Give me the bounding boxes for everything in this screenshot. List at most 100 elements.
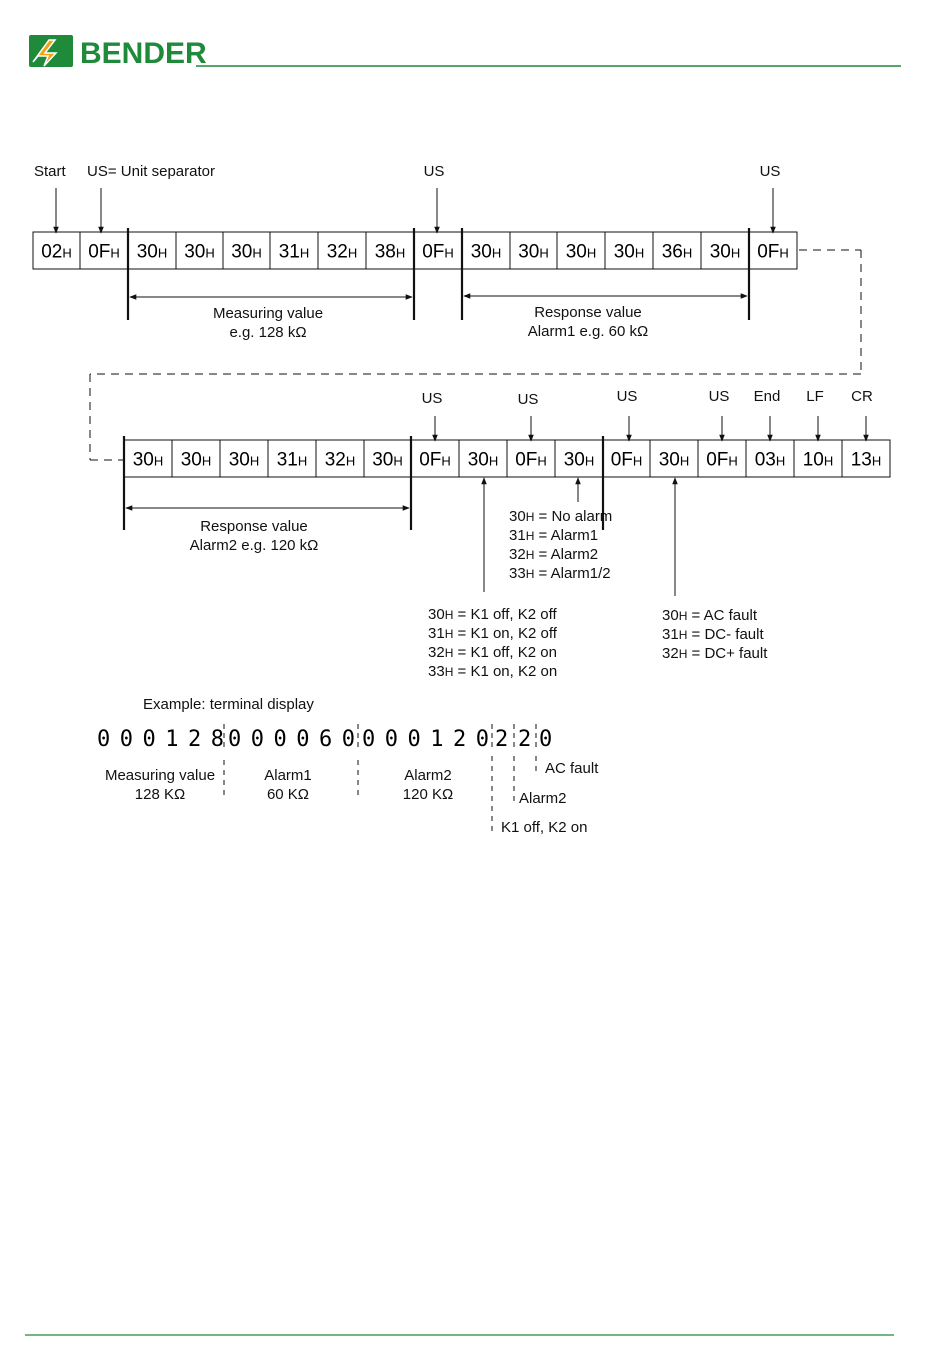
byte-value: 32H (327, 242, 358, 263)
byte-cell (793, 439, 843, 478)
example-tail-label: Alarm2 (519, 790, 567, 807)
display-digits: 0 (539, 727, 552, 752)
relay-legend-line: 32H = K1 off, K2 on (428, 644, 557, 661)
relay-legend-line: 30H = K1 off, K2 off (428, 606, 557, 623)
byte-value: 30H (564, 450, 595, 471)
byte-cell (171, 439, 221, 478)
display-digits: 000128 (97, 727, 224, 752)
byte-value: 30H (229, 450, 260, 471)
brand-name: BENDER (80, 37, 207, 70)
pointer-label: Start (34, 163, 67, 180)
byte-value: 13H (851, 450, 882, 471)
group-label: Response value (200, 518, 308, 535)
example-label: 128 KΩ (135, 786, 185, 803)
byte-cell (649, 439, 699, 478)
byte-value: 36H (662, 242, 693, 263)
bender-logo: BENDER (29, 35, 207, 70)
example-label: Measuring value (105, 767, 215, 784)
byte-value: 02H (41, 242, 72, 263)
byte-value: 30H (659, 450, 690, 471)
fault-legend-line: 30H = AC fault (662, 607, 758, 624)
byte-value: 32H (325, 450, 356, 471)
display-digits: 2 (495, 727, 508, 752)
byte-cell (748, 231, 798, 270)
byte-cell (175, 231, 224, 270)
byte-value: 31H (277, 450, 308, 471)
byte-value: 38H (375, 242, 406, 263)
pointer-label: US (518, 391, 539, 408)
alarm-legend-line: 32H = Alarm2 (509, 546, 598, 563)
byte-value: 0FH (419, 450, 451, 471)
example-tail-label: AC fault (545, 760, 599, 777)
fault-legend-line: 32H = DC+ fault (662, 645, 768, 662)
pointer-label: US (760, 163, 781, 180)
group-label: e.g. 128 kΩ (229, 324, 306, 341)
byte-cell (222, 231, 271, 270)
byte-cell (123, 439, 173, 478)
byte-value: 30H (133, 450, 164, 471)
group-label: Alarm1 e.g. 60 kΩ (528, 323, 648, 340)
byte-value: 0FH (88, 242, 120, 263)
byte-value: 0FH (422, 242, 454, 263)
display-digits: 000060 (228, 727, 355, 752)
relay-legend-line: 31H = K1 on, K2 off (428, 625, 558, 642)
byte-value: 10H (803, 450, 834, 471)
legends: 30H = No alarm 31H = Alarm1 32H = Alarm2 33… (428, 508, 768, 680)
pointer-label: US (709, 388, 730, 405)
example-label: 120 KΩ (403, 786, 453, 803)
example-tail-label: K1 off, K2 on (501, 819, 587, 836)
byte-value: 30H (137, 242, 168, 263)
byte-value: 0FH (757, 242, 789, 263)
byte-value: 30H (372, 450, 403, 471)
byte-value: 0FH (611, 450, 643, 471)
pointer-label: US (424, 163, 445, 180)
group-label: Measuring value (213, 305, 323, 322)
byte-value: 30H (181, 450, 212, 471)
byte-value: 31H (279, 242, 310, 263)
pointer-label: US= Unit separator (87, 163, 215, 180)
byte-value: 30H (184, 242, 215, 263)
byte-value: 30H (566, 242, 597, 263)
pointer-label: End (754, 388, 781, 405)
pointer-label: US (422, 390, 443, 407)
example-label: 60 KΩ (267, 786, 309, 803)
byte-value: 30H (471, 242, 502, 263)
byte-cell (315, 439, 365, 478)
alarm-legend-line: 33H = Alarm1/2 (509, 565, 611, 582)
display-digits: 000120 (362, 727, 489, 752)
pointer-label: US (617, 388, 638, 405)
byte-cell (652, 231, 702, 270)
example-label: Alarm1 (264, 767, 312, 784)
relay-legend-line: 33H = K1 on, K2 on (428, 663, 557, 680)
alarm-legend-line: 31H = Alarm1 (509, 527, 598, 544)
example-label: Alarm2 (404, 767, 452, 784)
telegram-row-1: 02H 0FH 30H 30H 30H 31H 32H 38H 0FH 30H 30H 30H 30H 3… (32, 163, 862, 461)
byte-value: 30H (614, 242, 645, 263)
fault-legend-line: 31H = DC- fault (662, 626, 764, 643)
byte-cell (79, 231, 129, 270)
group-label: Alarm2 e.g. 120 kΩ (190, 537, 319, 554)
logo-mark-icon (29, 35, 73, 67)
byte-value: 30H (231, 242, 262, 263)
byte-value: 30H (710, 242, 741, 263)
byte-value: 0FH (706, 450, 738, 471)
byte-value: 0FH (515, 450, 547, 471)
pointer-label: CR (851, 388, 873, 405)
byte-cell (267, 439, 317, 478)
byte-value: 30H (468, 450, 499, 471)
byte-cell (458, 439, 508, 478)
group-label: Response value (534, 304, 642, 321)
pointer-label: LF (806, 388, 824, 405)
example-title: Example: terminal display (143, 696, 314, 713)
byte-cell (363, 439, 412, 478)
byte-cell (841, 439, 891, 478)
byte-cell (556, 231, 606, 270)
alarm-legend-line: 30H = No alarm (509, 508, 612, 525)
byte-cell (127, 231, 177, 270)
byte-cell (554, 439, 604, 478)
byte-cell (410, 439, 460, 478)
byte-value: 30H (518, 242, 549, 263)
